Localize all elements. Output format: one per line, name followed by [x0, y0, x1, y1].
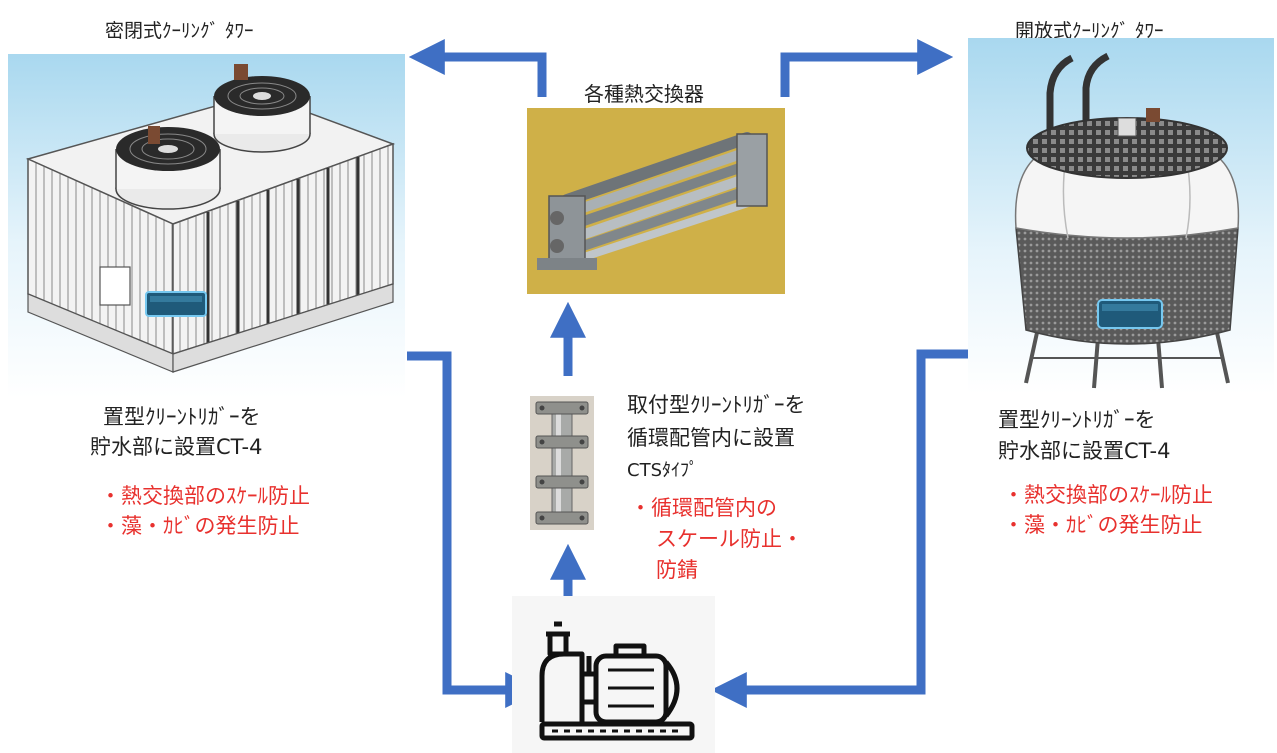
closed-cooling-tower-image — [8, 54, 405, 398]
arrow-to-closed-tower — [408, 39, 547, 97]
device-benefit-line1: ・循環配管内の — [630, 496, 777, 520]
device-caption-line1: 取付型ｸﾘｰﾝﾄﾘｶﾞｰを — [627, 393, 806, 417]
pump-image — [512, 596, 715, 753]
heat-exchanger-image — [527, 108, 785, 294]
open-cooling-tower-icon — [968, 38, 1274, 394]
open-tower-caption-line1: 置型ｸﾘｰﾝﾄﾘｶﾞｰを — [998, 408, 1156, 432]
closed-tower-benefit-scale: ・熱交換部のｽｹｰﾙ防止 — [100, 484, 310, 508]
inline-clean-trigger-image — [530, 396, 594, 530]
pump-icon — [512, 596, 715, 753]
open-tower-benefit-scale: ・熱交換部のｽｹｰﾙ防止 — [1003, 483, 1213, 507]
open-tower-caption-line2: 貯水部に設置CT-4 — [998, 439, 1171, 463]
heat-exchanger-icon — [527, 108, 785, 294]
open-tower-title: 開放式ｸｰﾘﾝｸﾞ ﾀﾜｰ — [1015, 20, 1164, 42]
closed-tower-title: 密閉式ｸｰﾘﾝｸﾞ ﾀﾜｰ — [105, 20, 254, 42]
device-benefit-line2: スケール防止・ — [656, 527, 803, 551]
closed-cooling-tower-icon — [8, 54, 405, 398]
closed-tower-caption-line2: 貯水部に設置CT-4 — [90, 435, 263, 459]
device-caption-line3: CTSﾀｲﾌﾟ — [627, 460, 698, 481]
closed-tower-benefit-algae: ・藻・ｶﾋﾞの発生防止 — [100, 514, 300, 538]
open-tower-benefit-algae: ・藻・ｶﾋﾞの発生防止 — [1003, 513, 1203, 537]
inline-clean-trigger-icon — [530, 396, 594, 530]
device-benefit-line3: 防錆 — [656, 558, 698, 582]
open-cooling-tower-image — [968, 38, 1274, 394]
arrow-closed-tower-to-pump — [407, 351, 542, 708]
arrow-open-tower-to-pump — [710, 349, 968, 708]
arrow-to-open-tower — [780, 39, 954, 97]
device-caption-line2: 循環配管内に設置 — [627, 426, 795, 450]
closed-tower-caption-line1: 置型ｸﾘｰﾝﾄﾘｶﾞｰを — [103, 405, 261, 429]
heat-exchanger-title: 各種熱交換器 — [584, 82, 704, 106]
